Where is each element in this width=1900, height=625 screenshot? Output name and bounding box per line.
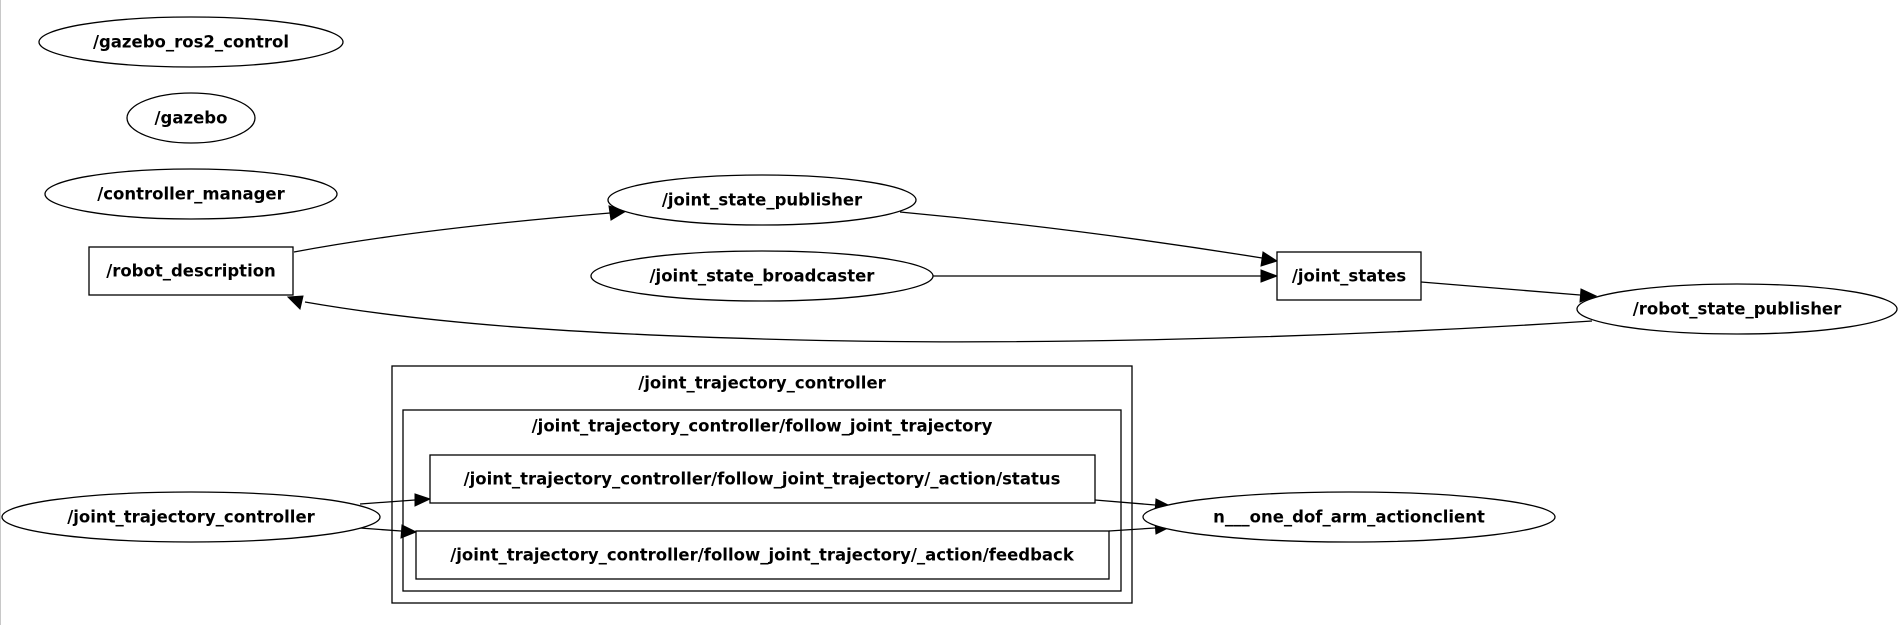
edge-controller-to-action-feedback (359, 527, 402, 532)
node-label: /joint_trajectory_controller/follow_join… (464, 470, 1061, 489)
arrow-head (414, 493, 432, 507)
edge-robot-state-publisher-to-robot-description (304, 301, 1593, 343)
node-joint-states[interactable]: /joint_states (1276, 251, 1422, 301)
node-joint-state-publisher[interactable]: /joint_state_publisher (607, 174, 917, 226)
arrow-head (1260, 269, 1279, 283)
node-joint-state-broadcaster[interactable]: /joint_state_broadcaster (590, 250, 934, 302)
edge-action-status-to-actionclient (1094, 499, 1156, 506)
node-label: /robot_state_publisher (1633, 300, 1842, 319)
edge-action-feedback-to-actionclient (1108, 527, 1156, 532)
cluster-label: /joint_trajectory_controller (638, 374, 886, 393)
node-label: /joint_states (1292, 267, 1406, 286)
node-joint-trajectory-controller[interactable]: /joint_trajectory_controller (1, 491, 381, 543)
node-controller-manager[interactable]: /controller_manager (44, 168, 338, 220)
cluster-label: /joint_trajectory_controller/follow_join… (532, 417, 993, 436)
node-robot-description[interactable]: /robot_description (88, 246, 294, 296)
edge-joint-state-publisher-to-joint-states (899, 211, 1263, 259)
edge-controller-to-action-status (359, 499, 416, 505)
node-robot-state-publisher[interactable]: /robot_state_publisher (1576, 283, 1898, 335)
node-label: /gazebo (155, 109, 228, 128)
node-label: /joint_trajectory_controller (67, 508, 315, 527)
arrow-head (286, 295, 304, 310)
node-action-status[interactable]: /joint_trajectory_controller/follow_join… (429, 454, 1096, 504)
arrow-head (1260, 251, 1279, 267)
node-label: /robot_description (106, 262, 276, 281)
node-label: /gazebo_ros2_control (93, 33, 289, 52)
node-one-dof-arm-actionclient[interactable]: n___one_dof_arm_actionclient (1142, 491, 1556, 543)
edges (286, 205, 1598, 539)
node-label: n___one_dof_arm_actionclient (1213, 508, 1485, 527)
edge-joint-states-to-robot-state-publisher (1420, 281, 1581, 296)
node-gazebo[interactable]: /gazebo (126, 92, 256, 144)
arrow-head (1579, 288, 1598, 303)
node-label: /joint_state_broadcaster (650, 267, 876, 286)
node-label: /joint_trajectory_controller/follow_join… (450, 546, 1075, 565)
cluster-joint-trajectory-controller: /joint_trajectory_controller (391, 365, 1133, 604)
edge-robot-description-to-joint-state-publisher (293, 212, 611, 253)
node-action-feedback[interactable]: /joint_trajectory_controller/follow_join… (415, 530, 1110, 580)
canvas-left-border (0, 0, 1, 625)
node-gazebo-ros2-control[interactable]: /gazebo_ros2_control (38, 16, 344, 68)
node-label: /joint_state_publisher (662, 191, 863, 210)
arrow-head (400, 524, 418, 539)
node-label: /controller_manager (97, 185, 285, 204)
